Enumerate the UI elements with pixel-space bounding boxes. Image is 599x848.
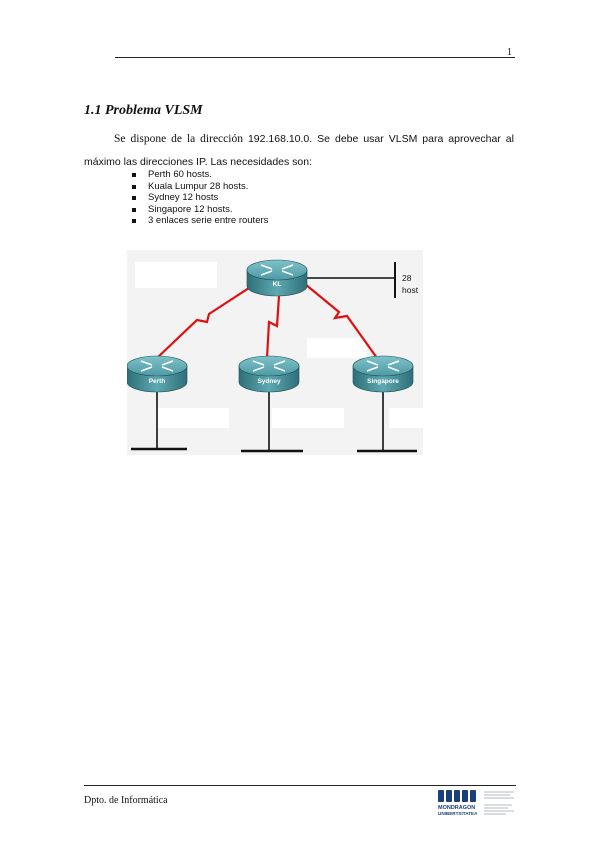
svg-text:MONDRAGON: MONDRAGON <box>438 805 475 811</box>
university-logo: MONDRAGON UNIBERTSITATEA <box>438 790 514 816</box>
intro-paragraph: Se dispone de la dirección 192.168.10.0.… <box>84 128 514 174</box>
need-item-sydney: Sydney 12 hosts <box>132 192 268 204</box>
router-kl-icon: KL <box>246 259 308 297</box>
router-singapore-icon: Singapore <box>352 355 414 393</box>
serial-link-kl-perth <box>156 283 256 359</box>
kl-hosts-count: 28 <box>402 273 412 283</box>
section-title: 1.1 Problema VLSM <box>84 103 203 118</box>
need-item-serial-links: 3 enlaces serie entre routers <box>132 215 268 227</box>
need-item-perth: Perth 60 hosts. <box>132 169 268 181</box>
serial-link-kl-sydney <box>265 295 281 359</box>
router-perth-label: Perth <box>149 378 166 385</box>
router-perth-icon: Perth <box>127 355 188 393</box>
intro-lead: Se dispone de la dirección <box>114 133 243 145</box>
page-number: 1 <box>507 47 512 58</box>
need-item-singapore: Singapore 12 hosts. <box>132 204 268 216</box>
footer-department: Dpto. de Informática <box>84 795 168 806</box>
needs-list: Perth 60 hosts. Kuala Lumpur 28 hosts. S… <box>132 169 268 227</box>
network-diagram: 28 host KL Perth <box>127 250 423 455</box>
router-kl-label: KL <box>273 281 282 288</box>
intro-rest: 192.168.10.0. Se debe usar VLSM para apr… <box>84 133 514 168</box>
router-sydney-label: Sydney <box>257 378 281 385</box>
need-item-kuala-lumpur: Kuala Lumpur 28 hosts. <box>132 181 268 193</box>
router-sydney-icon: Sydney <box>238 355 300 393</box>
svg-text:UNIBERTSITATEA: UNIBERTSITATEA <box>438 811 478 816</box>
kl-lan-segment <box>307 262 396 298</box>
kl-hosts-unit: host <box>402 285 419 295</box>
serial-link-kl-singapore <box>304 283 378 359</box>
footer-rule <box>84 785 516 786</box>
router-singapore-label: Singapore <box>367 378 399 385</box>
header-rule <box>115 57 515 58</box>
